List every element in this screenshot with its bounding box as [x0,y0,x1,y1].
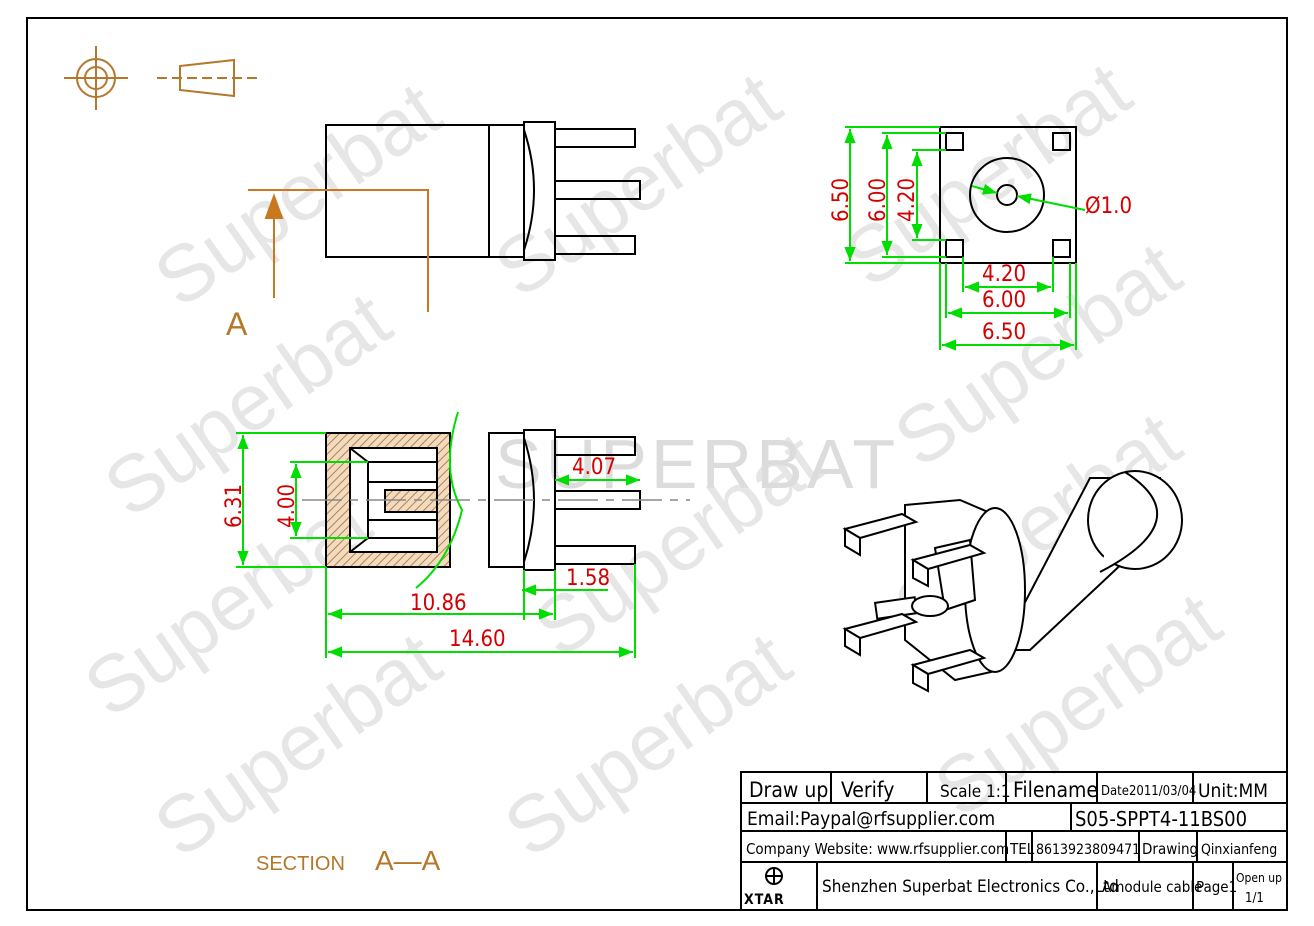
dim-height-inner: 4.20 [895,178,920,222]
company-name: Shenzhen Superbat Electronics Co.,Ltd [822,877,1119,897]
tel-value: 8613923809471 [1036,842,1140,858]
email-value: Email:Paypal@rfsupplier.com [747,808,995,830]
dim-total-length: 14.60 [449,627,506,652]
filename-value: S05-SPPT4-11BS00 [1075,807,1247,831]
dim-section-bore: 4.00 [275,484,300,528]
section-label: A [226,306,248,342]
projection-symbol [64,46,258,110]
watermark-text: Superbat [479,55,796,314]
drawing-by-value: Qinxianfeng [1201,842,1277,858]
verify-label: Verify [841,778,894,802]
dim-height-outer: 6.50 [829,178,854,222]
section-view-dimensions [236,432,640,658]
watermark-text: Superbat [139,65,456,324]
dim-body-length: 10.86 [410,591,467,616]
watermark-text: Superbat [489,615,806,874]
front-view-dimensions [844,126,1086,351]
section-caption-prefix: SECTION [256,853,345,875]
product-name: Amodule cable [1102,878,1202,896]
dim-section-height: 6.31 [222,484,247,528]
tel-label: TEL [1009,840,1035,858]
section-cut-marker [248,189,429,312]
filename-label: Filename [1013,778,1098,802]
page-value: Page1 [1196,878,1237,896]
website-value: Company Website: www.rfsupplier.com [746,840,1009,858]
sheet-border [26,17,1288,911]
front-view-dimension-text: 6.50 6.00 4.20 4.20 6.00 6.50 Ø1.0 [829,178,1132,345]
dim-width-outer: 6.50 [982,320,1026,345]
open-up-label: Open up [1236,871,1282,885]
section-view-dimension-text: 6.31 4.00 4.07 1.58 10.86 14.60 [222,455,616,652]
dim-pin-length: 4.07 [572,455,616,480]
dim-width-inner: 4.20 [982,262,1026,287]
title-block-text: Draw up Verify Scale 1:1 Filename Date20… [744,778,1282,908]
dim-flange: 1.58 [566,566,610,591]
draw-up-label: Draw up [749,778,828,802]
logo-text: XTAR [744,892,785,908]
dim-pin-diameter: Ø1.0 [1085,194,1132,219]
unit-value: Unit:MM [1198,780,1268,802]
dim-height-mid: 6.00 [866,178,891,222]
drawing-label: Drawing [1142,840,1198,858]
open-up-value: 1/1 [1245,891,1264,906]
section-caption-id: A—A [375,845,441,876]
company-logo [765,867,783,885]
isometric-view [842,470,1183,693]
break-line [415,411,464,589]
scale-label: Scale 1:1 [940,782,1011,802]
front-view [939,126,1077,264]
date-value: Date2011/03/04 [1101,784,1196,799]
title-block [740,771,1288,911]
dim-width-mid: 6.00 [982,288,1026,313]
